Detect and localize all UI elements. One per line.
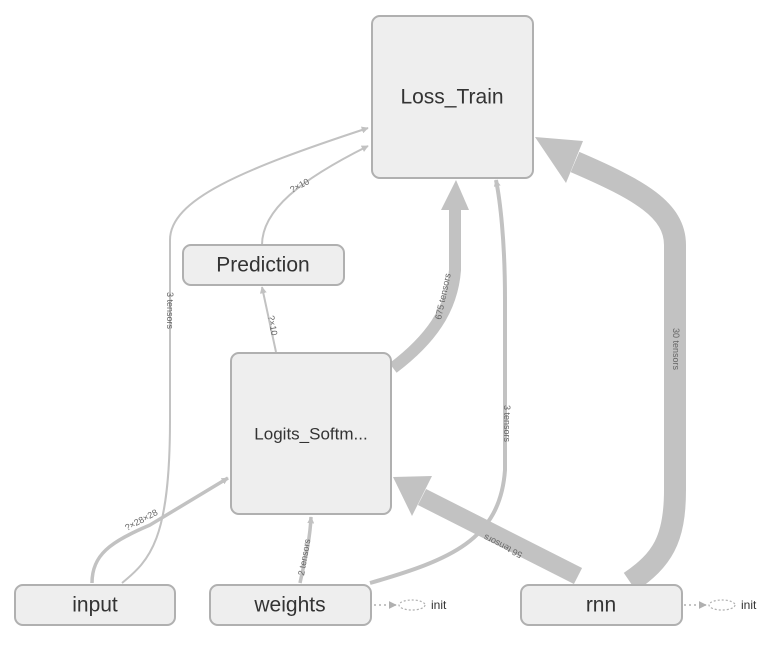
node-input[interactable]: input [14, 584, 176, 626]
arrowhead-logits-to-loss-train [441, 180, 469, 210]
edge-rnn-to-logits [417, 488, 583, 585]
weights-init-link[interactable]: init [374, 598, 447, 612]
weights-init-label: init [431, 598, 447, 612]
node-loss-train[interactable]: Loss_Train [371, 15, 534, 179]
node-weights[interactable]: weights [209, 584, 372, 626]
rnn-init-label: init [741, 598, 757, 612]
node-logits-softmax[interactable]: Logits_Softm... [230, 352, 392, 515]
edge-label-rnn-to-loss-train: 30 tensors [671, 328, 681, 371]
rnn-init-link[interactable]: init [684, 598, 757, 612]
node-label-weights: weights [253, 594, 325, 617]
node-prediction[interactable]: Prediction [182, 244, 345, 286]
arrowhead-rnn-to-loss-train [535, 137, 583, 183]
edge-weights-to-logits [298, 516, 315, 584]
node-label-prediction: Prediction [216, 254, 309, 277]
edge-label-logits-to-prediction: ?×10 [266, 315, 279, 337]
edge-logits-to-loss-train [389, 210, 461, 373]
edge-label-prediction-to-loss-train: ?×10 [288, 176, 311, 194]
edge-label-input-to-loss-train: 3 tensors [165, 292, 175, 330]
edge-label-weights-to-loss-train: 3 tensors [502, 405, 512, 443]
edge-label-weights-to-logits: 2 tensors [296, 538, 312, 577]
node-rnn[interactable]: rnn [520, 584, 683, 626]
node-label-logits-softmax: Logits_Softm... [254, 425, 367, 444]
edge-input-to-logits [90, 476, 229, 584]
node-label-input: input [72, 594, 118, 617]
edge-prediction-to-loss-train [261, 145, 369, 246]
edge-input-to-loss-train [121, 126, 369, 584]
rnn-init-ellipse [708, 599, 736, 611]
edge-rnn-to-loss-train [570, 151, 686, 592]
node-label-loss-train: Loss_Train [400, 86, 503, 109]
weights-init-ellipse [398, 599, 426, 611]
edge-logits-to-prediction [259, 286, 277, 353]
node-label-rnn: rnn [586, 594, 616, 617]
edge-weights-to-loss-train [369, 179, 507, 585]
arrowhead-rnn-to-logits [393, 476, 432, 516]
